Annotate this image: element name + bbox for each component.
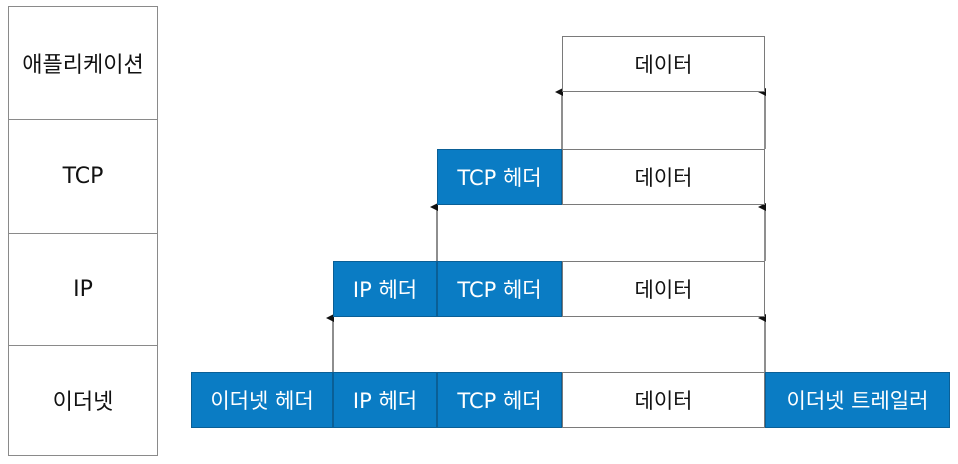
layer-ethernet: 이더넷	[52, 390, 114, 415]
ip-row-data-block: 데이터	[562, 261, 765, 317]
tcp-row-data-block: 데이터	[562, 149, 765, 205]
ip-row-ip-header: IP 헤더	[333, 261, 437, 317]
layer-tcp: TCP	[9, 119, 157, 234]
ip-row-tcp-header: TCP 헤더	[437, 261, 562, 317]
layer-application: 애플리케이션	[9, 7, 157, 120]
eth-row-data-block: 데이터	[562, 372, 765, 428]
eth-row-eth-trailer: 이더넷 트레일러	[765, 372, 950, 428]
eth-row-eth-header: 이더넷 헤더	[191, 372, 333, 428]
app-data-block: 데이터	[562, 36, 765, 92]
layer-ip: IP	[9, 233, 157, 346]
eth-row-ip-header: IP 헤더	[333, 372, 437, 428]
eth-row-tcp-header: TCP 헤더	[437, 372, 562, 428]
layer-column: 애플리케이션 TCP IP 이더넷	[8, 6, 158, 456]
tcp-row-tcp-header: TCP 헤더	[437, 149, 562, 205]
